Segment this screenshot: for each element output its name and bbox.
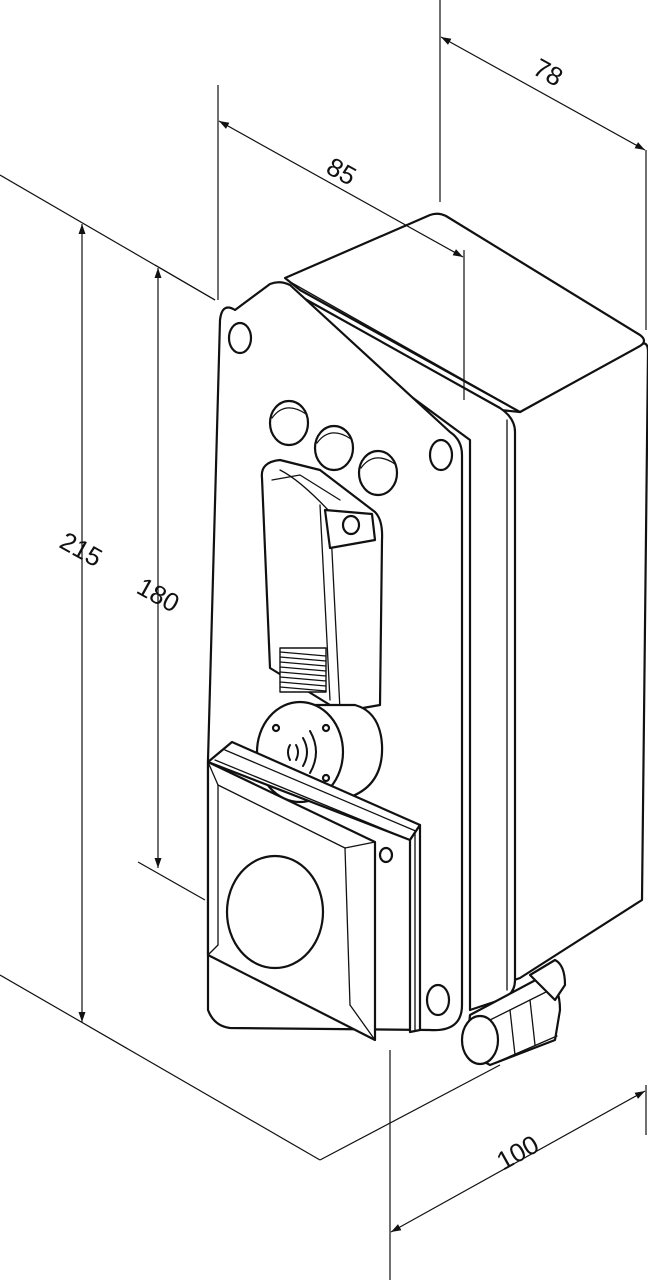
dim-bottom-width-label: 100: [491, 1129, 543, 1176]
dim-panel-height-label: 180: [132, 571, 184, 618]
dim-total-height-label: 215: [55, 526, 107, 573]
screw-top-right: [428, 438, 454, 472]
indicator-light-2: [313, 424, 355, 472]
sound-waves-icon: [287, 730, 317, 774]
screw-bottom-right: [425, 983, 451, 1017]
card-reader-led: [341, 514, 361, 536]
enclosure-side-face: [498, 342, 648, 987]
card-reader: [260, 458, 384, 714]
dim-panel-width-label: 85: [322, 151, 362, 191]
indicator-lights: [268, 399, 399, 497]
push-button: [225, 854, 325, 970]
dim-depth-label: 78: [528, 52, 568, 92]
indicator-light-3: [357, 449, 399, 497]
cable-gland: [460, 958, 567, 1067]
indicator-light-1: [268, 399, 310, 447]
screw-top-left: [227, 321, 253, 355]
push-button-housing: [206, 740, 422, 1042]
